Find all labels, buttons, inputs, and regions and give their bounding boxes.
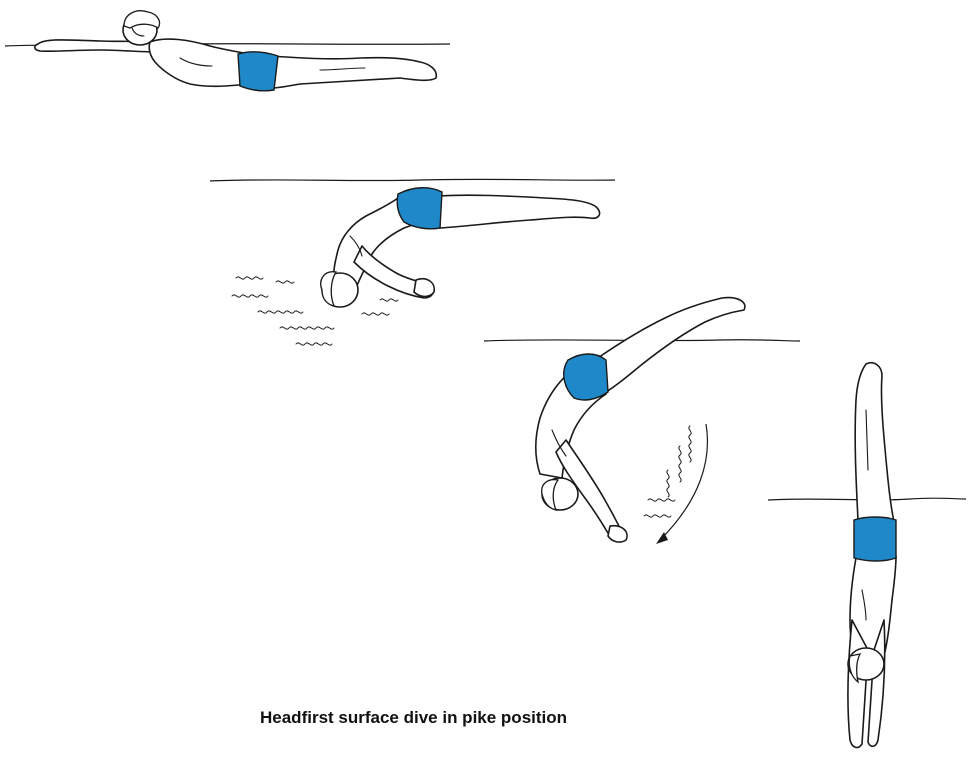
swimmer-torso <box>149 39 248 86</box>
swimsuit <box>564 354 608 400</box>
swimsuit <box>854 517 896 561</box>
swimmer-legs <box>592 298 745 392</box>
swimmer-legs-lifting <box>484 298 800 544</box>
swimmer-hand <box>414 279 434 297</box>
swimsuit <box>238 52 278 91</box>
water-surface-line <box>210 179 615 181</box>
swimmer-legs <box>438 195 600 228</box>
swimmer-legs <box>270 56 436 88</box>
swimmer-hand <box>608 526 627 542</box>
water-ripples <box>232 277 398 345</box>
swimmer-floating-prone <box>5 11 450 91</box>
figure-caption: Headfirst surface dive in pike position <box>260 708 567 728</box>
swimmer-legs <box>855 363 894 522</box>
water-ripples <box>644 426 691 517</box>
swimmer-bending-at-hips <box>210 179 615 345</box>
swimsuit <box>397 188 442 229</box>
swimmer-vertical-descent <box>768 363 966 748</box>
